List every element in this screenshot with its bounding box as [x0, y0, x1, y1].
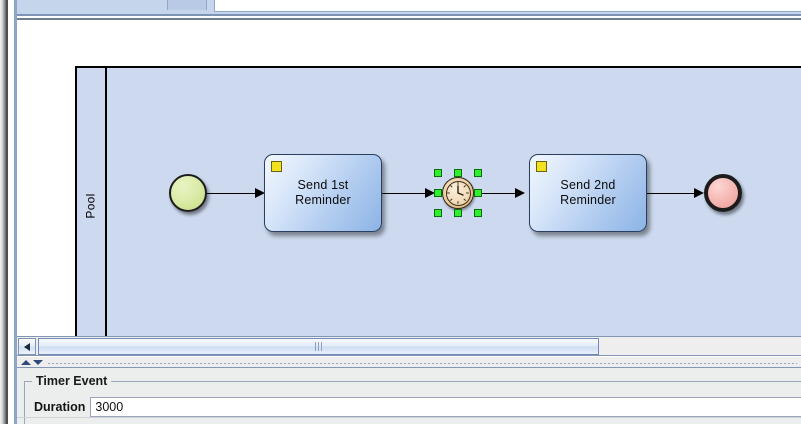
splitter-grip-icon[interactable] — [47, 360, 797, 364]
start-event[interactable] — [169, 174, 207, 212]
splitter-collapse-up-icon[interactable] — [21, 359, 31, 365]
duration-field-row: Duration 3000 — [34, 396, 801, 418]
duration-input[interactable]: 3000 — [90, 397, 801, 417]
sequence-flow-arrowhead — [255, 188, 265, 198]
selection-handle-se[interactable] — [474, 209, 482, 217]
properties-group-border — [24, 381, 801, 424]
clock-icon — [447, 182, 469, 204]
selection-handle-n[interactable] — [454, 169, 462, 177]
panel-splitter[interactable] — [17, 357, 801, 368]
bpmn-pool[interactable]: Pool Send 1st Reminder — [75, 66, 801, 346]
sequence-flow-arrowhead — [515, 188, 525, 198]
scrollbar-grip-icon — [315, 342, 322, 351]
scrollbar-left-arrow-icon[interactable] — [18, 338, 36, 355]
selection-handle-sw[interactable] — [434, 209, 442, 217]
window-border — [6, 0, 8, 424]
properties-panel: Timer Event Duration 3000 — [17, 368, 801, 424]
window-frame-edge — [14, 0, 17, 424]
task-send-1st-reminder[interactable]: Send 1st Reminder — [264, 154, 382, 232]
task-label: Send 1st Reminder — [295, 177, 351, 207]
splitter-collapse-down-icon[interactable] — [33, 359, 43, 365]
pool-lane-body[interactable]: Send 1st Reminder — [107, 68, 801, 344]
sequence-flow-timer-task2[interactable] — [482, 193, 518, 194]
sequence-flow-start-task1[interactable] — [207, 193, 257, 194]
selection-handle-s[interactable] — [454, 209, 462, 217]
sequence-flow-task1-timer[interactable] — [382, 193, 428, 194]
selection-handle-nw[interactable] — [434, 169, 442, 177]
selection-handle-w[interactable] — [434, 189, 442, 197]
scrollbar-thumb[interactable] — [38, 338, 599, 355]
selection-handle-e[interactable] — [474, 189, 482, 197]
sequence-flow-task2-end[interactable] — [647, 193, 697, 194]
diagram-canvas[interactable]: Pool Send 1st Reminder — [17, 18, 801, 346]
tab-inactive[interactable] — [214, 0, 801, 12]
tab-active[interactable] — [167, 0, 207, 10]
pool-header[interactable]: Pool — [77, 68, 107, 344]
window-gap — [8, 0, 14, 424]
window-shadow — [0, 0, 6, 424]
sequence-flow-arrowhead — [425, 188, 435, 198]
sequence-flow-arrowhead — [694, 188, 704, 198]
pool-label: Pool — [84, 193, 98, 219]
send-task-marker-icon — [271, 161, 282, 172]
end-event[interactable] — [704, 174, 742, 212]
canvas-horizontal-scrollbar[interactable] — [17, 336, 801, 356]
splitter-arrows[interactable] — [21, 359, 43, 365]
selection-handle-ne[interactable] — [474, 169, 482, 177]
properties-divider — [17, 417, 801, 418]
intermediate-timer-event[interactable] — [434, 169, 482, 217]
duration-label: Duration — [34, 400, 86, 414]
properties-group-title: Timer Event — [32, 374, 112, 388]
task-send-2nd-reminder[interactable]: Send 2nd Reminder — [529, 154, 647, 232]
send-task-marker-icon — [536, 161, 547, 172]
editor-tab-strip[interactable] — [17, 0, 801, 16]
task-label: Send 2nd Reminder — [560, 177, 616, 207]
